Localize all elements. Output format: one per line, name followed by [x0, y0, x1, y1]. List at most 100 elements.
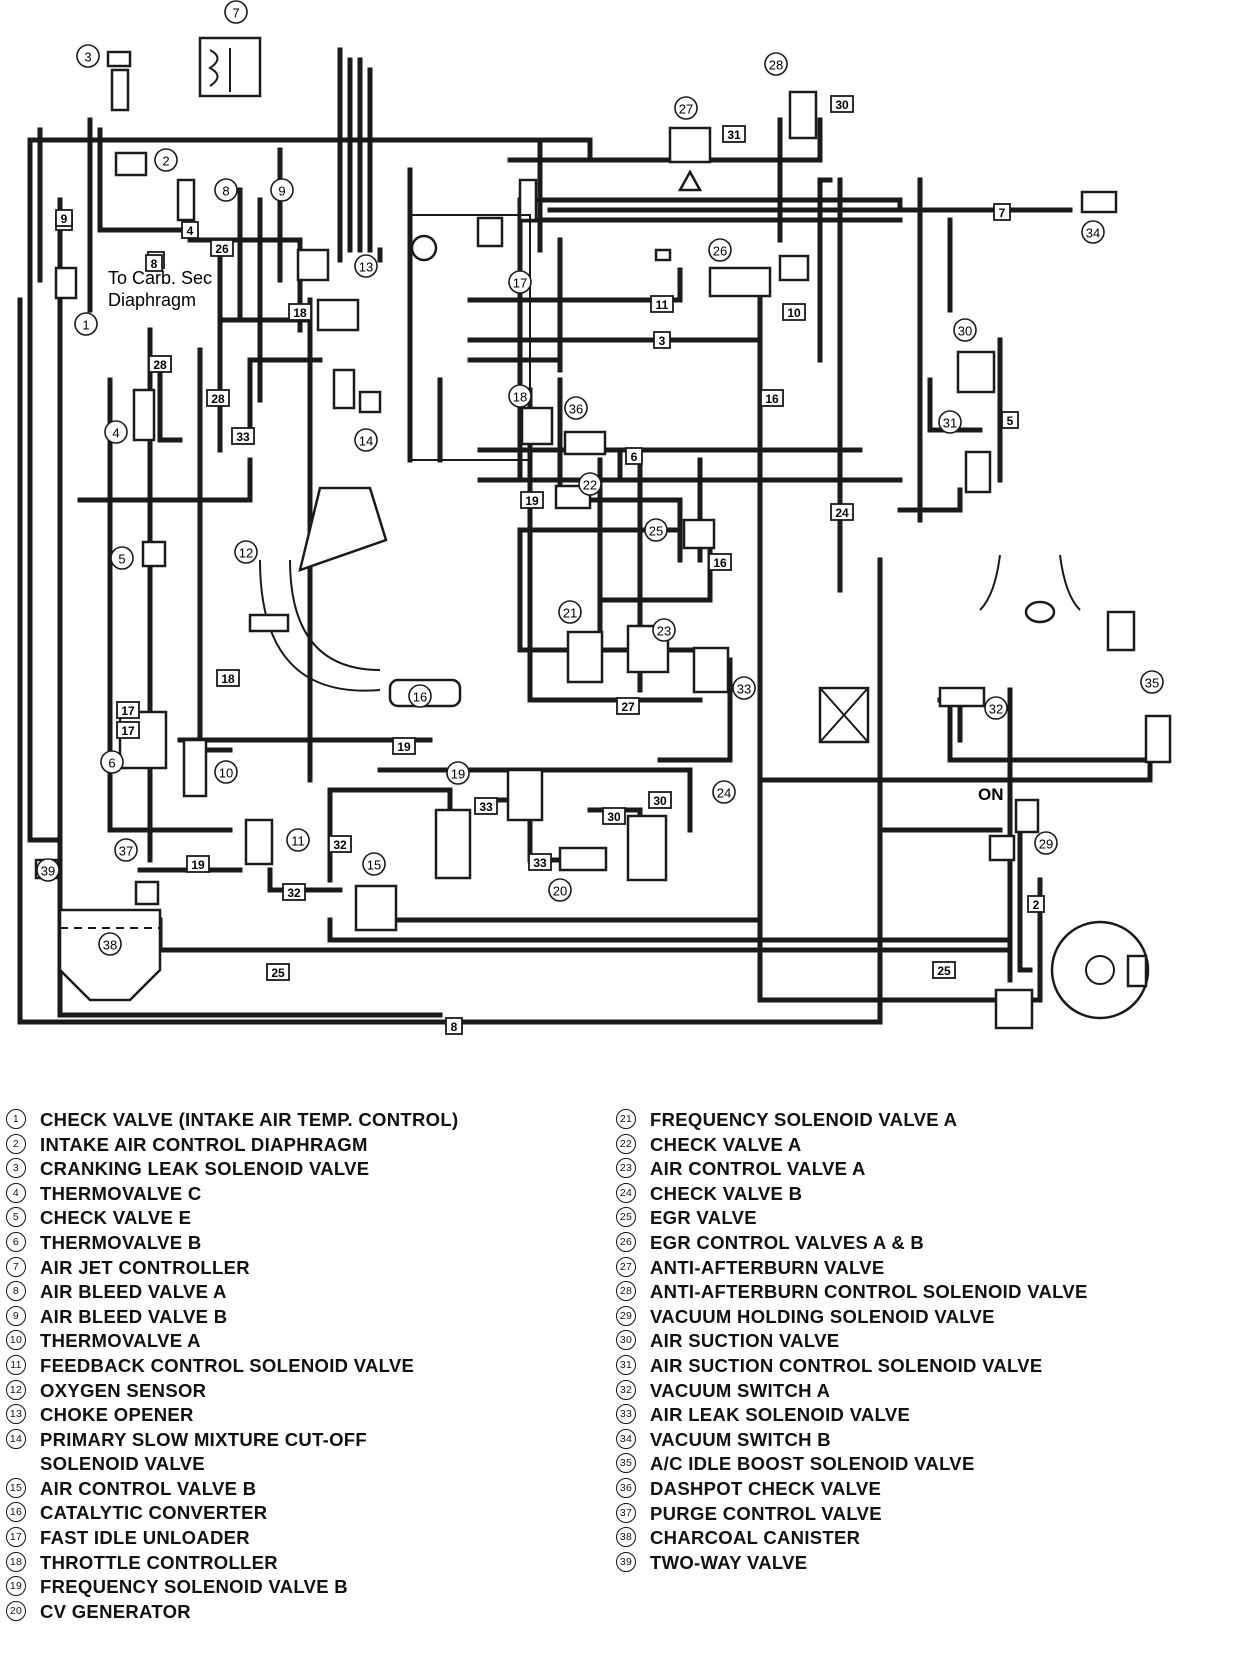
legend-item-number: 6	[6, 1231, 26, 1252]
legend-item-number: 13	[6, 1404, 26, 1425]
hose-tag: 33	[474, 797, 498, 815]
component-callout: 16	[408, 684, 432, 708]
legend-item-label: CATALYTIC CONVERTER	[40, 1502, 268, 1524]
legend-item: 32 VACUUM SWITCH A	[616, 1379, 1170, 1404]
component-callout-number: 9	[278, 184, 285, 199]
component-callout: 25	[644, 518, 668, 542]
legend-item-number: 36	[616, 1477, 636, 1498]
legend-item-number: 19	[6, 1576, 26, 1597]
legend-item-label: VACUUM HOLDING SOLENOID VALVE	[650, 1305, 995, 1327]
hose-tag: 2	[1027, 895, 1045, 913]
component-callout: 32	[984, 696, 1008, 720]
hose-tag: 30	[602, 807, 626, 825]
component-callout-number: 26	[713, 244, 727, 259]
component-callout: 39	[36, 858, 60, 882]
hose-tag-label: 30	[835, 98, 849, 112]
hose-tag-label: 5	[1007, 414, 1014, 428]
component-callout: 7	[224, 0, 248, 24]
component-callout-number: 29	[1039, 837, 1053, 852]
legend-item-number: 31	[616, 1354, 636, 1375]
component-callout-number: 23	[657, 624, 671, 639]
legend-item-label: CHECK VALVE E	[40, 1207, 192, 1229]
component-callout-number: 16	[413, 690, 427, 705]
component-callout-number: 11	[291, 834, 305, 849]
hose-tag: 7	[993, 203, 1011, 221]
component-callout-number: 38	[103, 938, 117, 953]
component-callout-number: 13	[359, 260, 373, 275]
legend-item-label: VACUUM SWITCH A	[650, 1379, 831, 1401]
legend-item-number: 2	[6, 1133, 26, 1154]
legend-item-label: CHECK VALVE A	[650, 1133, 802, 1155]
hose-tag: 10	[782, 303, 806, 321]
legend-item-number: 37	[616, 1502, 636, 1523]
component-callout-number: 30	[958, 324, 972, 339]
component-callout-number: 4	[112, 426, 119, 441]
component-callout: 29	[1034, 831, 1058, 855]
legend-item-number: 9	[6, 1305, 26, 1326]
hose-tag-label: 33	[479, 800, 493, 814]
component-callout: 38	[98, 932, 122, 956]
hose-tag-label: 24	[835, 506, 849, 520]
hose-tag: 5	[1001, 411, 1019, 429]
carb-note-line2: Diaphragm	[108, 290, 196, 310]
hose-tag-label: 19	[397, 740, 411, 754]
hose-tag-label: 2	[1033, 898, 1040, 912]
legend-item-label: A/C IDLE BOOST SOLENOID VALVE	[650, 1453, 975, 1475]
legend-item-number: 14	[6, 1428, 26, 1449]
hose-tag-label: 18	[293, 306, 307, 320]
legend-item-number: 21	[616, 1109, 636, 1129]
component-callout-number: 34	[1086, 226, 1100, 241]
component-callout-number: 15	[367, 858, 381, 873]
legend-item-number: 28	[616, 1281, 636, 1302]
hose-tag: 8	[445, 1017, 463, 1035]
component-callout: 9	[270, 178, 294, 202]
legend-item-label: TWO-WAY VALVE	[650, 1551, 808, 1573]
hose-tag-label: 33	[236, 430, 250, 444]
hose-tag: 28	[206, 389, 230, 407]
legend-item-number: 38	[616, 1527, 636, 1548]
hose-tag: 28	[148, 355, 172, 373]
legend-item-label: CV GENERATOR	[40, 1600, 191, 1622]
hose-tag-label: 17	[121, 724, 135, 738]
hose-tag-label: 25	[271, 966, 285, 980]
hose-tag-label: 28	[153, 358, 167, 372]
legend-item-label: EGR CONTROL VALVES A & B	[650, 1231, 925, 1253]
legend-item-label: DASHPOT CHECK VALVE	[650, 1477, 882, 1499]
component-callout: 8	[214, 178, 238, 202]
legend-item-number: 32	[616, 1379, 636, 1400]
legend-item-label: OXYGEN SENSOR	[40, 1379, 207, 1401]
component-callout: 3	[76, 44, 100, 68]
legend-item: 37 PURGE CONTROL VALVE	[616, 1502, 1170, 1527]
legend-item-label: PURGE CONTROL VALVE	[650, 1502, 882, 1524]
hose-tag-label: 10	[787, 306, 801, 320]
hose-tag: 32	[328, 835, 352, 853]
legend-item-label: CHARCOAL CANISTER	[650, 1527, 861, 1549]
component-callout: 20	[548, 878, 572, 902]
component-callout: 6	[100, 750, 124, 774]
hose-tag-label: 8	[151, 257, 158, 271]
legend-item-label: THERMOVALVE B	[40, 1231, 202, 1253]
hose-tag-label: 16	[765, 392, 779, 406]
hose-tag: 11	[650, 295, 674, 313]
component-callout-number: 14	[359, 434, 373, 449]
component-callout-number: 12	[239, 546, 253, 561]
legend-item-label: AIR BLEED VALVE A	[40, 1281, 227, 1303]
hose-tag: 33	[231, 427, 255, 445]
component-callout-number: 8	[222, 184, 229, 199]
hose-tag-label: 19	[525, 494, 539, 508]
component-callout-number: 22	[583, 478, 597, 493]
hose-tag: 9	[55, 209, 73, 227]
component-callout-number: 18	[513, 390, 527, 405]
